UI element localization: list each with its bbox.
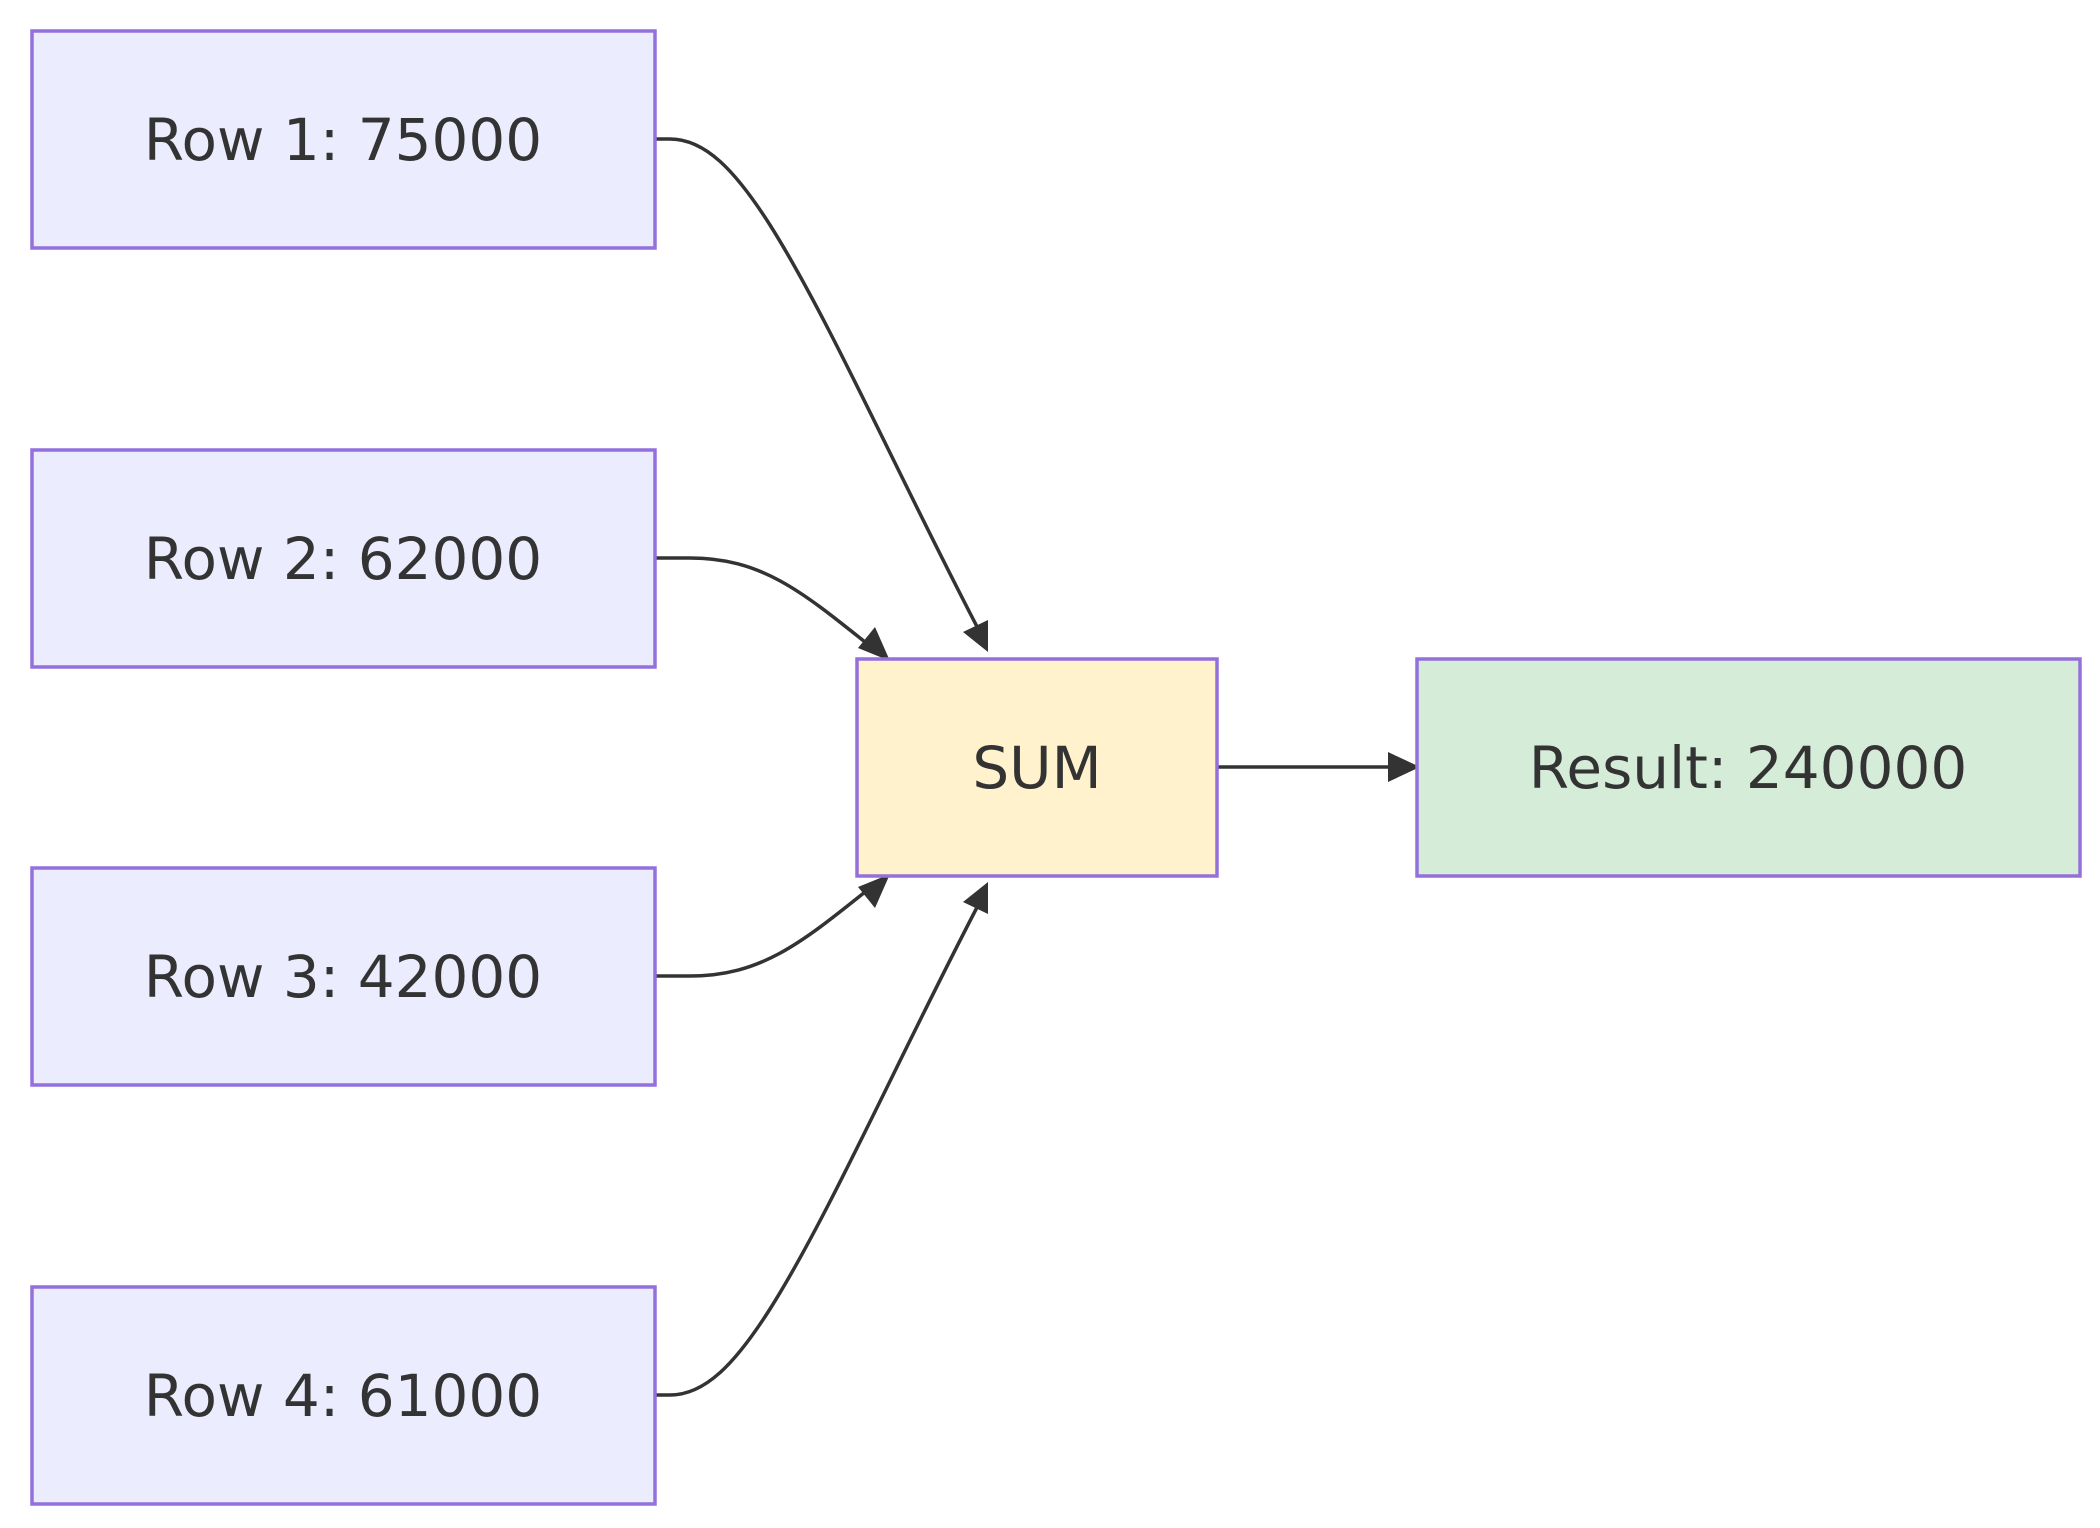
node-result-box — [1415, 657, 2082, 878]
node-row-1-label: Row 1: 75000 — [144, 106, 542, 174]
node-row-3[interactable]: Row 3: 42000 — [30, 866, 657, 1087]
node-result-label: Result: 240000 — [1529, 734, 1968, 802]
arrowhead-row3 — [858, 874, 890, 908]
node-row-4[interactable]: Row 4: 61000 — [30, 1285, 657, 1506]
node-row-2-label: Row 2: 62000 — [144, 525, 542, 593]
nodes: Row 1: 75000 Row 2: 62000 Row 3: 42000 R… — [30, 29, 2082, 1506]
edge-row2-to-sum — [655, 556, 867, 644]
arrowhead-result — [1388, 752, 1420, 782]
node-result[interactable]: Result: 240000 — [1415, 657, 2082, 878]
node-row-1[interactable]: Row 1: 75000 — [30, 29, 657, 250]
node-row-4-box — [30, 1285, 657, 1506]
edge-row3-to-sum — [655, 890, 867, 978]
node-row-2[interactable]: Row 2: 62000 — [30, 448, 657, 669]
node-sum-label: SUM — [972, 734, 1101, 802]
node-sum[interactable]: SUM — [855, 657, 1219, 878]
arrowhead-row2 — [858, 627, 890, 661]
arrowhead-row4 — [963, 882, 988, 914]
arrowhead-row1 — [963, 620, 988, 652]
node-row-3-label: Row 3: 42000 — [144, 943, 542, 1011]
node-row-3-box — [30, 866, 657, 1087]
edge-row4-to-sum — [655, 891, 987, 1397]
node-row-4-label: Row 4: 61000 — [144, 1362, 542, 1430]
node-row-2-box — [30, 448, 657, 669]
node-row-1-box — [30, 29, 657, 250]
edge-row1-to-sum — [655, 137, 987, 643]
node-sum-box — [855, 657, 1219, 878]
edges — [655, 137, 1420, 1397]
